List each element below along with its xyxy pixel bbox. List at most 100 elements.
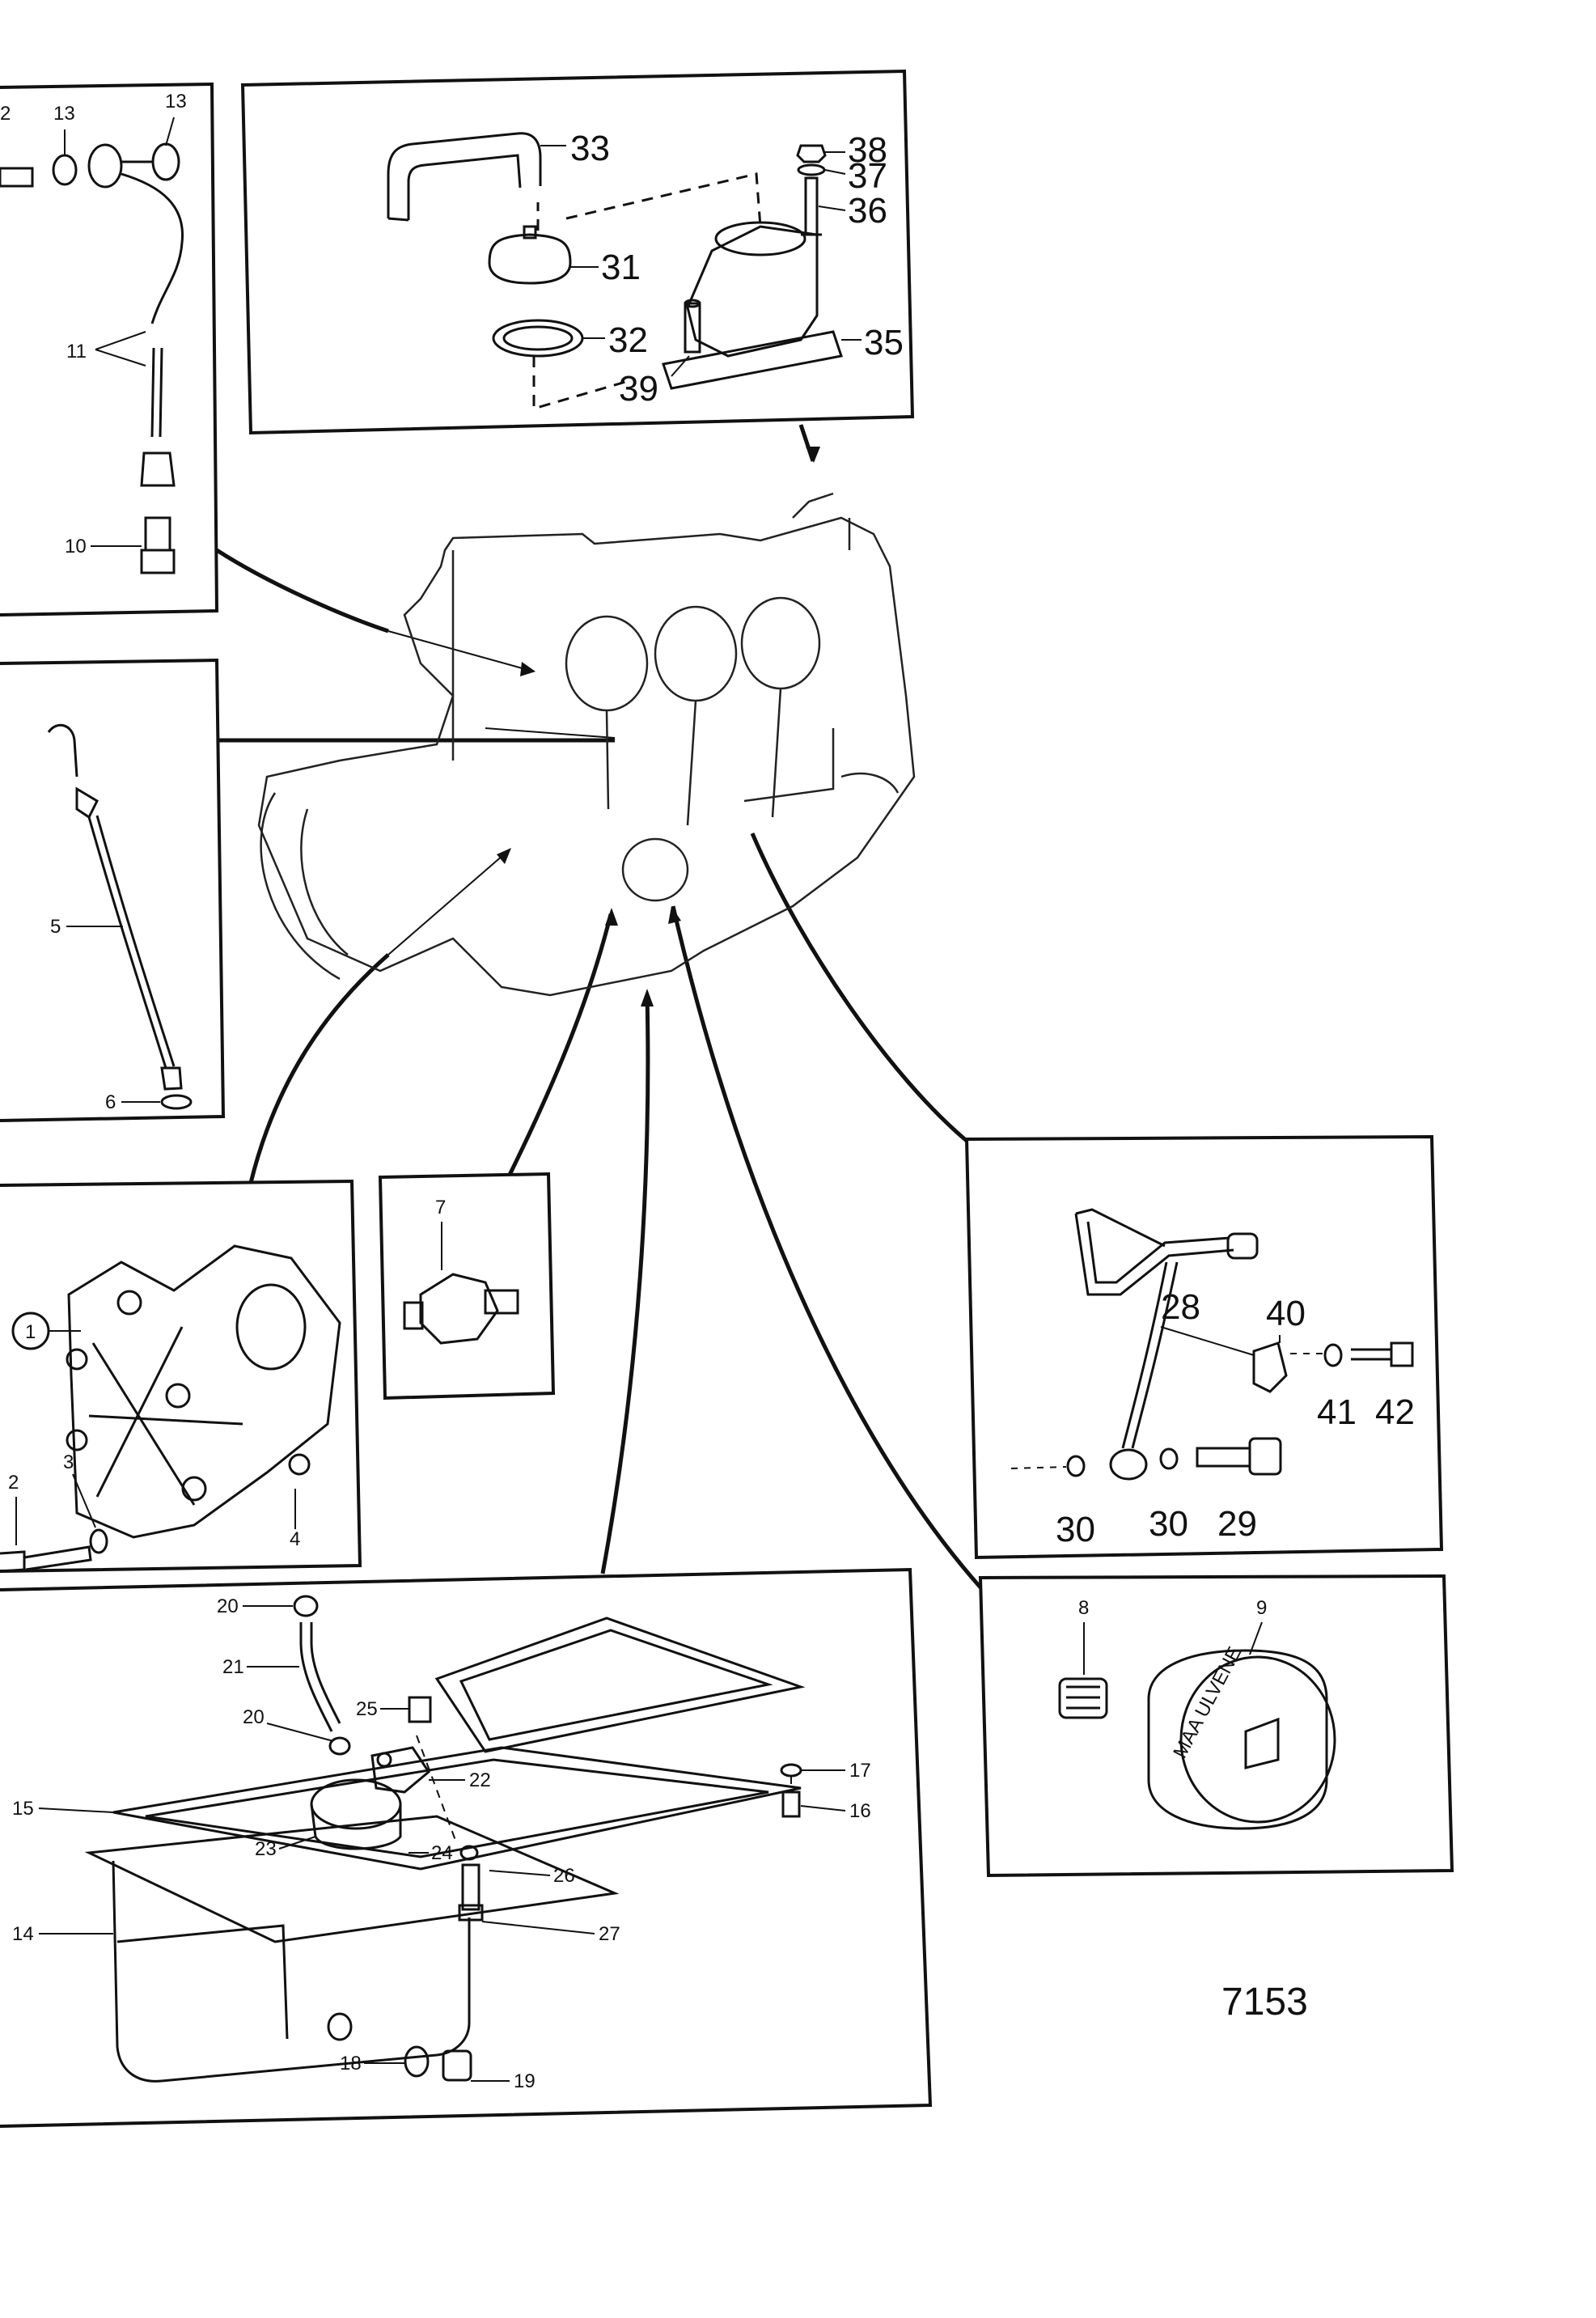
panel-oil-pan-border	[0, 1567, 933, 2128]
label-37: 37	[848, 156, 887, 196]
oil-pipe-11	[121, 172, 184, 438]
oil-pump-pickup-22	[370, 1746, 430, 1794]
label-4: 4	[290, 1528, 300, 1550]
label-9: 9	[1256, 1597, 1267, 1619]
label-19: 19	[514, 2070, 536, 2092]
label-38: 38	[848, 130, 887, 170]
leader-line-9	[1249, 1621, 1263, 1655]
label-32: 32	[608, 320, 648, 360]
pan-drain-plug-19	[442, 2049, 472, 2082]
breather-gasket-32	[492, 319, 584, 358]
label-18: 18	[340, 2053, 362, 2074]
sleeve-25	[408, 1696, 432, 1723]
oil-pipe-banjo-fitting	[0, 142, 180, 189]
label-30b: 30	[1149, 1504, 1188, 1544]
label-26: 26	[553, 1865, 575, 1887]
leader-line-20b	[266, 1723, 334, 1742]
panel-sender-border	[378, 1172, 556, 1401]
leader-oil-pipe	[215, 548, 389, 634]
oil-filter-9	[1147, 1649, 1336, 1830]
clip-40	[1252, 1341, 1288, 1393]
pan-washer-17	[780, 1763, 802, 1778]
pan-dashed-guide-1	[416, 1735, 458, 1846]
leader-line-16	[800, 1805, 846, 1812]
banjo-bolt-29	[1196, 1437, 1282, 1476]
arrow-line-oil-pipe	[387, 630, 535, 672]
label-13b: 13	[165, 91, 187, 112]
label-21: 21	[222, 1656, 244, 1678]
label-2-top: 2	[0, 103, 11, 125]
label-11: 11	[66, 341, 87, 362]
cover-washer-3	[89, 1528, 108, 1554]
panel-dipstick-border	[0, 658, 226, 1122]
bolt-42	[1351, 1341, 1414, 1367]
leader-line-11	[95, 331, 146, 350]
washer-30-left	[1066, 1455, 1086, 1477]
washer-24	[459, 1845, 479, 1861]
arrowhead-sender	[605, 908, 618, 926]
oil-pipe-union	[140, 451, 176, 487]
oil-pan-gasket-15	[112, 1746, 802, 1871]
seal-20-bottom	[328, 1736, 351, 1756]
filter-nipple-8	[1058, 1677, 1108, 1719]
oil-pan-upper-gasket	[434, 1617, 806, 1753]
label-24: 24	[431, 1842, 453, 1864]
dipstick-seal-6	[160, 1094, 193, 1110]
leader-oil-pan	[600, 994, 650, 1574]
oil-pipe-28	[1074, 1208, 1234, 1449]
label-5: 5	[50, 916, 61, 938]
panel-oil-filter-border	[978, 1574, 1454, 1878]
leader-sender	[507, 913, 613, 1176]
washer-30-right	[1159, 1447, 1179, 1470]
label-41: 41	[1317, 1392, 1357, 1432]
label-15: 15	[12, 1798, 34, 1820]
arrowhead-breather	[806, 447, 820, 463]
leader-line-13b	[165, 117, 175, 146]
label-39: 39	[619, 369, 658, 409]
label-13a: 13	[53, 103, 75, 125]
label-33: 33	[570, 129, 610, 168]
leader-line-37	[824, 169, 846, 175]
arrowhead-filter	[668, 906, 681, 924]
arrow-line-dipstick	[485, 727, 616, 739]
panel-oil-pipe-right-border	[964, 1134, 1444, 1560]
leader-line-39	[671, 355, 690, 377]
label-8: 8	[1078, 1597, 1089, 1619]
label-16: 16	[849, 1800, 871, 1822]
breather-cap-31	[488, 225, 572, 285]
breather-nut-38	[796, 144, 827, 163]
panel-breather-border	[240, 69, 915, 435]
sender-7	[403, 1273, 519, 1345]
bolt-27	[458, 1863, 484, 1922]
label-7: 7	[435, 1197, 446, 1218]
breather-hose-33	[387, 132, 542, 222]
leader-oil-pipe-right	[750, 833, 968, 1142]
breather-stud-36	[801, 176, 822, 236]
pipe-banjo-bottom	[1109, 1448, 1148, 1481]
oil-pan-14	[84, 1815, 620, 2083]
panel-timing-cover-border	[0, 1179, 362, 1573]
arrowhead-cover	[497, 848, 511, 864]
arrowhead-oil-pan	[641, 989, 654, 1006]
pan-drain-washer-18	[404, 2045, 430, 2078]
pipe-fitting-top	[1226, 1232, 1259, 1260]
label-1: 1	[25, 1321, 36, 1343]
breather-stud-39	[684, 299, 701, 354]
label-42: 42	[1375, 1392, 1415, 1432]
label-28: 28	[1161, 1287, 1200, 1327]
label-23: 23	[255, 1838, 277, 1860]
breather-dashed-guides	[532, 172, 762, 410]
leader-line-23	[278, 1836, 316, 1850]
leader-line-26	[489, 1870, 551, 1876]
label-27: 27	[599, 1923, 620, 1945]
washer-41	[1323, 1343, 1343, 1367]
oil-pipe-21	[299, 1622, 341, 1732]
seal-20-top	[293, 1595, 319, 1617]
label-20b: 20	[243, 1706, 265, 1728]
breather-washer-37	[797, 163, 826, 176]
drawing-reference-number: 7153	[1221, 1981, 1308, 2023]
label-3: 3	[63, 1451, 74, 1473]
engine-outline	[257, 492, 916, 997]
label-25: 25	[356, 1698, 378, 1720]
